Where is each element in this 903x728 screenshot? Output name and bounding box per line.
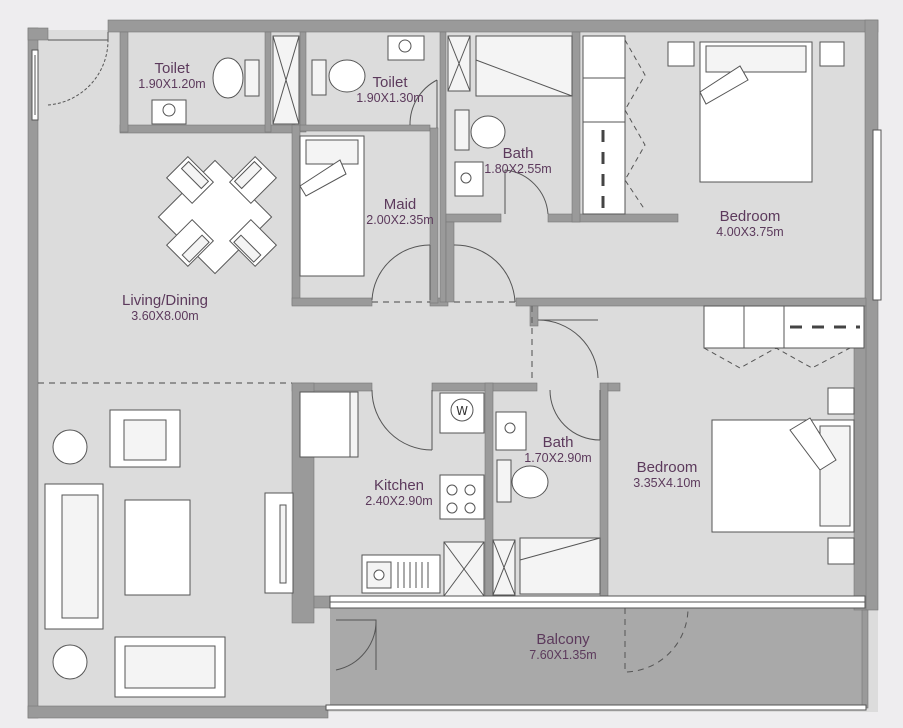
room-label-balcony: Balcony 7.60X1.35m <box>513 631 613 663</box>
room-name: Balcony <box>536 631 590 648</box>
bedroom-1-furniture <box>582 35 845 215</box>
room-label-bath-1: Bath 1.80X2.55m <box>468 145 568 177</box>
room-label-bedroom-2: Bedroom 3.35X4.10m <box>612 459 722 491</box>
kitchen-fixtures: W <box>299 391 485 594</box>
room-name: Toilet <box>372 74 408 91</box>
shafts <box>272 35 516 597</box>
room-dimensions: 2.40X2.90m <box>365 494 433 509</box>
room-name: Maid <box>383 196 417 213</box>
zone-dividers <box>38 301 533 384</box>
room-name: Bedroom <box>719 208 781 225</box>
doors <box>47 32 689 673</box>
living-furniture <box>44 409 294 698</box>
room-dimensions: 3.35X4.10m <box>633 476 701 491</box>
room-label-living-dining: Living/Dining 3.60X8.00m <box>100 292 230 324</box>
room-label-toilet-1: Toilet 1.90X1.20m <box>122 60 222 92</box>
room-label-kitchen: Kitchen 2.40X2.90m <box>349 477 449 509</box>
balcony-floor <box>330 608 865 706</box>
bath-1-fixtures <box>454 35 573 197</box>
room-dimensions: 1.70X2.90m <box>524 451 592 466</box>
room-name: Bath <box>542 434 574 451</box>
room-label-bedroom-1: Bedroom 4.00X3.75m <box>690 208 810 240</box>
room-dimensions: 1.90X1.20m <box>138 77 206 92</box>
room-name: Kitchen <box>373 477 425 494</box>
room-dimensions: 7.60X1.35m <box>529 648 597 663</box>
room-name: Bath <box>502 145 534 162</box>
room-label-maid: Maid 2.00X2.35m <box>350 196 450 228</box>
room-dimensions: 4.00X3.75m <box>716 225 784 240</box>
window-frames <box>31 49 882 711</box>
toilet-2-fixtures <box>311 35 425 96</box>
room-label-bath-2: Bath 1.70X2.90m <box>508 434 608 466</box>
room-dimensions: 1.90X1.30m <box>356 91 424 106</box>
maid-bed <box>299 135 365 277</box>
room-name: Toilet <box>154 60 190 77</box>
room-dimensions: 2.00X2.35m <box>366 213 434 228</box>
room-name: Living/Dining <box>122 292 208 309</box>
room-label-toilet-2: Toilet 1.90X1.30m <box>340 74 440 106</box>
bath-2-fixtures <box>495 411 601 595</box>
dining-set <box>157 155 278 275</box>
toilet-1-fixtures <box>151 57 260 125</box>
room-dimensions: 3.60X8.00m <box>131 309 199 324</box>
bedroom-2-furniture <box>703 305 865 565</box>
room-name: Bedroom <box>636 459 698 476</box>
room-dimensions: 1.80X2.55m <box>484 162 552 177</box>
svg-text:W: W <box>456 404 468 418</box>
